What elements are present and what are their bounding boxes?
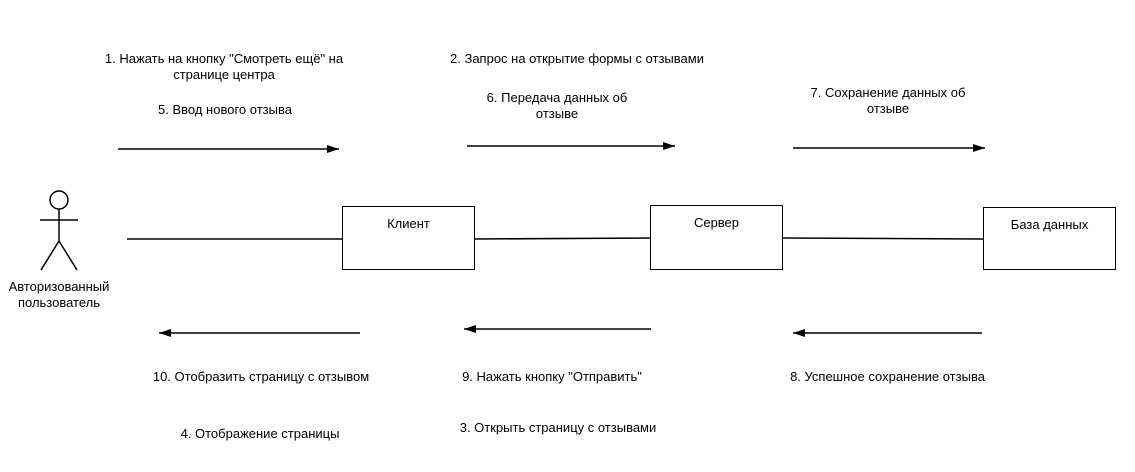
message-5: 5. Ввод нового отзыва: [158, 102, 292, 117]
node-database: База данных: [983, 207, 1116, 270]
node-client: Клиент: [342, 206, 475, 270]
actor-figure-icon: [40, 190, 78, 271]
link-server-database: [781, 237, 985, 240]
link-client-server: [474, 237, 652, 240]
message-7: 7. Сохранение данных об отзыве: [810, 85, 966, 116]
message-4: 4. Отображение страницы: [180, 426, 340, 441]
node-database-label: База данных: [1010, 217, 1089, 232]
node-server: Сервер: [650, 205, 783, 270]
message-1: 1. Нажать на кнопку "Смотреть ещё" на ст…: [104, 51, 344, 82]
message-10: 10. Отобразить страницу с отзывом: [152, 369, 370, 384]
actor-label: Авторизованный пользователь: [8, 279, 110, 310]
message-9: 9. Нажать кнопку "Отправить": [462, 369, 642, 384]
node-server-label: Сервер: [693, 215, 740, 230]
node-client-label: Клиент: [387, 216, 430, 231]
message-6: 6. Передача данных об отзыве: [486, 90, 628, 121]
message-3: 3. Открыть страницу с отзывами: [459, 420, 657, 435]
message-8: 8. Успешное сохранение отзыва: [790, 369, 985, 384]
message-2: 2. Запрос на открытие формы с отзывами: [450, 51, 704, 66]
